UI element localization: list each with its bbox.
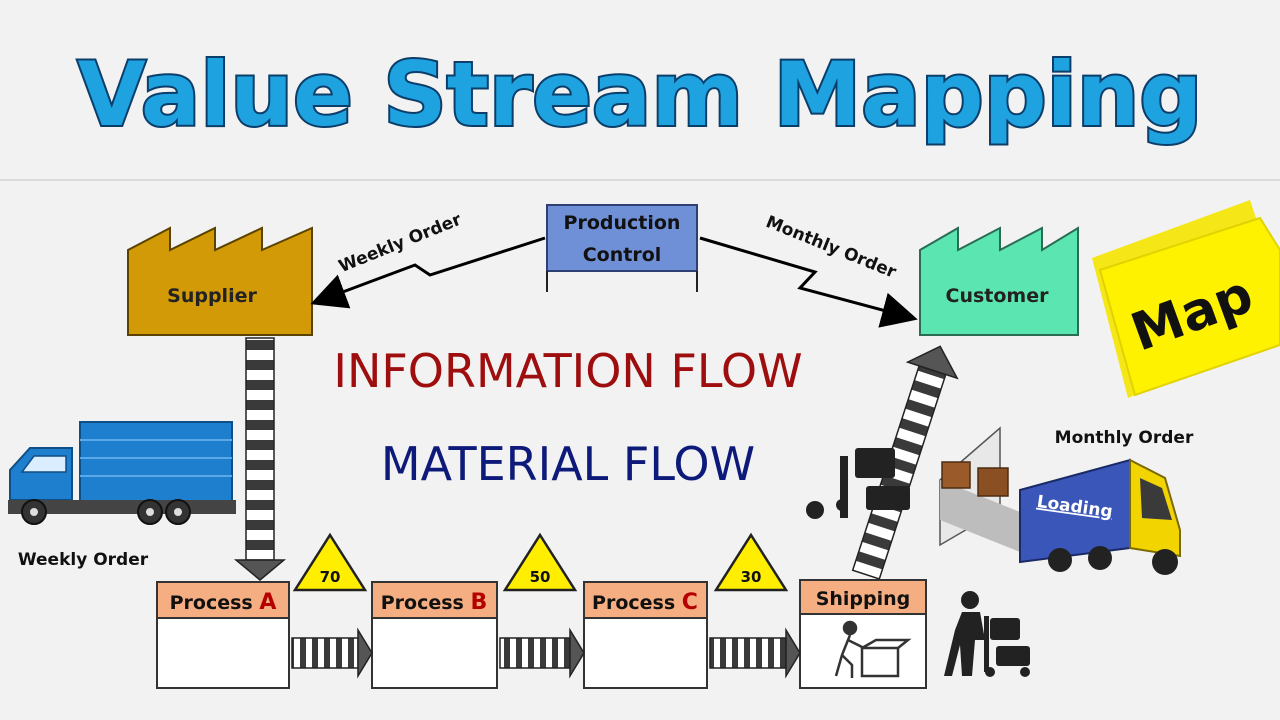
push-arrow-bc	[499, 627, 585, 679]
loading-truck-icon: Loading	[1019, 458, 1181, 575]
material-flow-heading: MATERIAL FLOW	[381, 437, 755, 491]
supplier-label: Supplier	[167, 285, 257, 307]
svg-text:Process C: Process C	[592, 590, 698, 615]
process-b-name: Process	[381, 592, 471, 614]
process-a-letter: A	[259, 590, 276, 615]
inventory-value-50: 50	[530, 568, 551, 586]
customer-factory: Customer	[919, 226, 1079, 336]
customer-label: Customer	[946, 285, 1050, 307]
push-arrow-ab	[291, 627, 373, 679]
map-badge: Map	[1092, 200, 1280, 398]
inventory-triangle-30: 30	[713, 532, 789, 592]
monthly-order-info-label: Monthly Order	[763, 212, 900, 283]
svg-text:Process A: Process A	[170, 590, 277, 615]
monthly-order-info-arrow	[699, 236, 918, 328]
weekly-order-info-arrow	[310, 236, 546, 309]
shipping-label: Shipping	[816, 588, 911, 610]
weekly-order-info-label: Weekly Order	[336, 209, 465, 277]
weekly-order-truck-label: Weekly Order	[18, 550, 149, 570]
inventory-triangle-50: 50	[502, 532, 578, 592]
worker-cart-icon	[944, 591, 1030, 677]
inventory-value-30: 30	[741, 568, 762, 586]
monthly-order-truck-label: Monthly Order	[1055, 428, 1194, 448]
supplier-material-arrow	[233, 337, 287, 581]
inventory-triangle-70: 70	[292, 532, 368, 592]
process-c-box: Process C	[583, 581, 708, 689]
information-flow-heading: INFORMATION FLOW	[333, 344, 802, 398]
shipping-box: Shipping	[799, 579, 927, 689]
production-control-line1: Production	[564, 212, 681, 234]
supplier-factory: Supplier	[127, 226, 313, 336]
push-arrow-cs	[709, 627, 801, 679]
svg-text:Process B: Process B	[381, 590, 488, 615]
inventory-value-70: 70	[320, 568, 341, 586]
process-b-letter: B	[470, 590, 487, 615]
title: Value Stream Mapping	[78, 43, 1203, 146]
production-control-line2: Control	[583, 244, 662, 266]
production-control-box: Production Control	[546, 204, 698, 292]
shipping-material-arrow	[851, 345, 959, 580]
process-b-box: Process B	[371, 581, 498, 689]
process-a-box: Process A	[156, 581, 290, 689]
process-a-name: Process	[170, 592, 260, 614]
loading-dock-icon	[939, 426, 1040, 560]
worker-box-icon	[834, 620, 912, 678]
process-c-letter: C	[682, 590, 698, 615]
cart-icon	[806, 448, 910, 519]
process-c-name: Process	[592, 592, 682, 614]
blue-truck-icon	[8, 421, 236, 525]
